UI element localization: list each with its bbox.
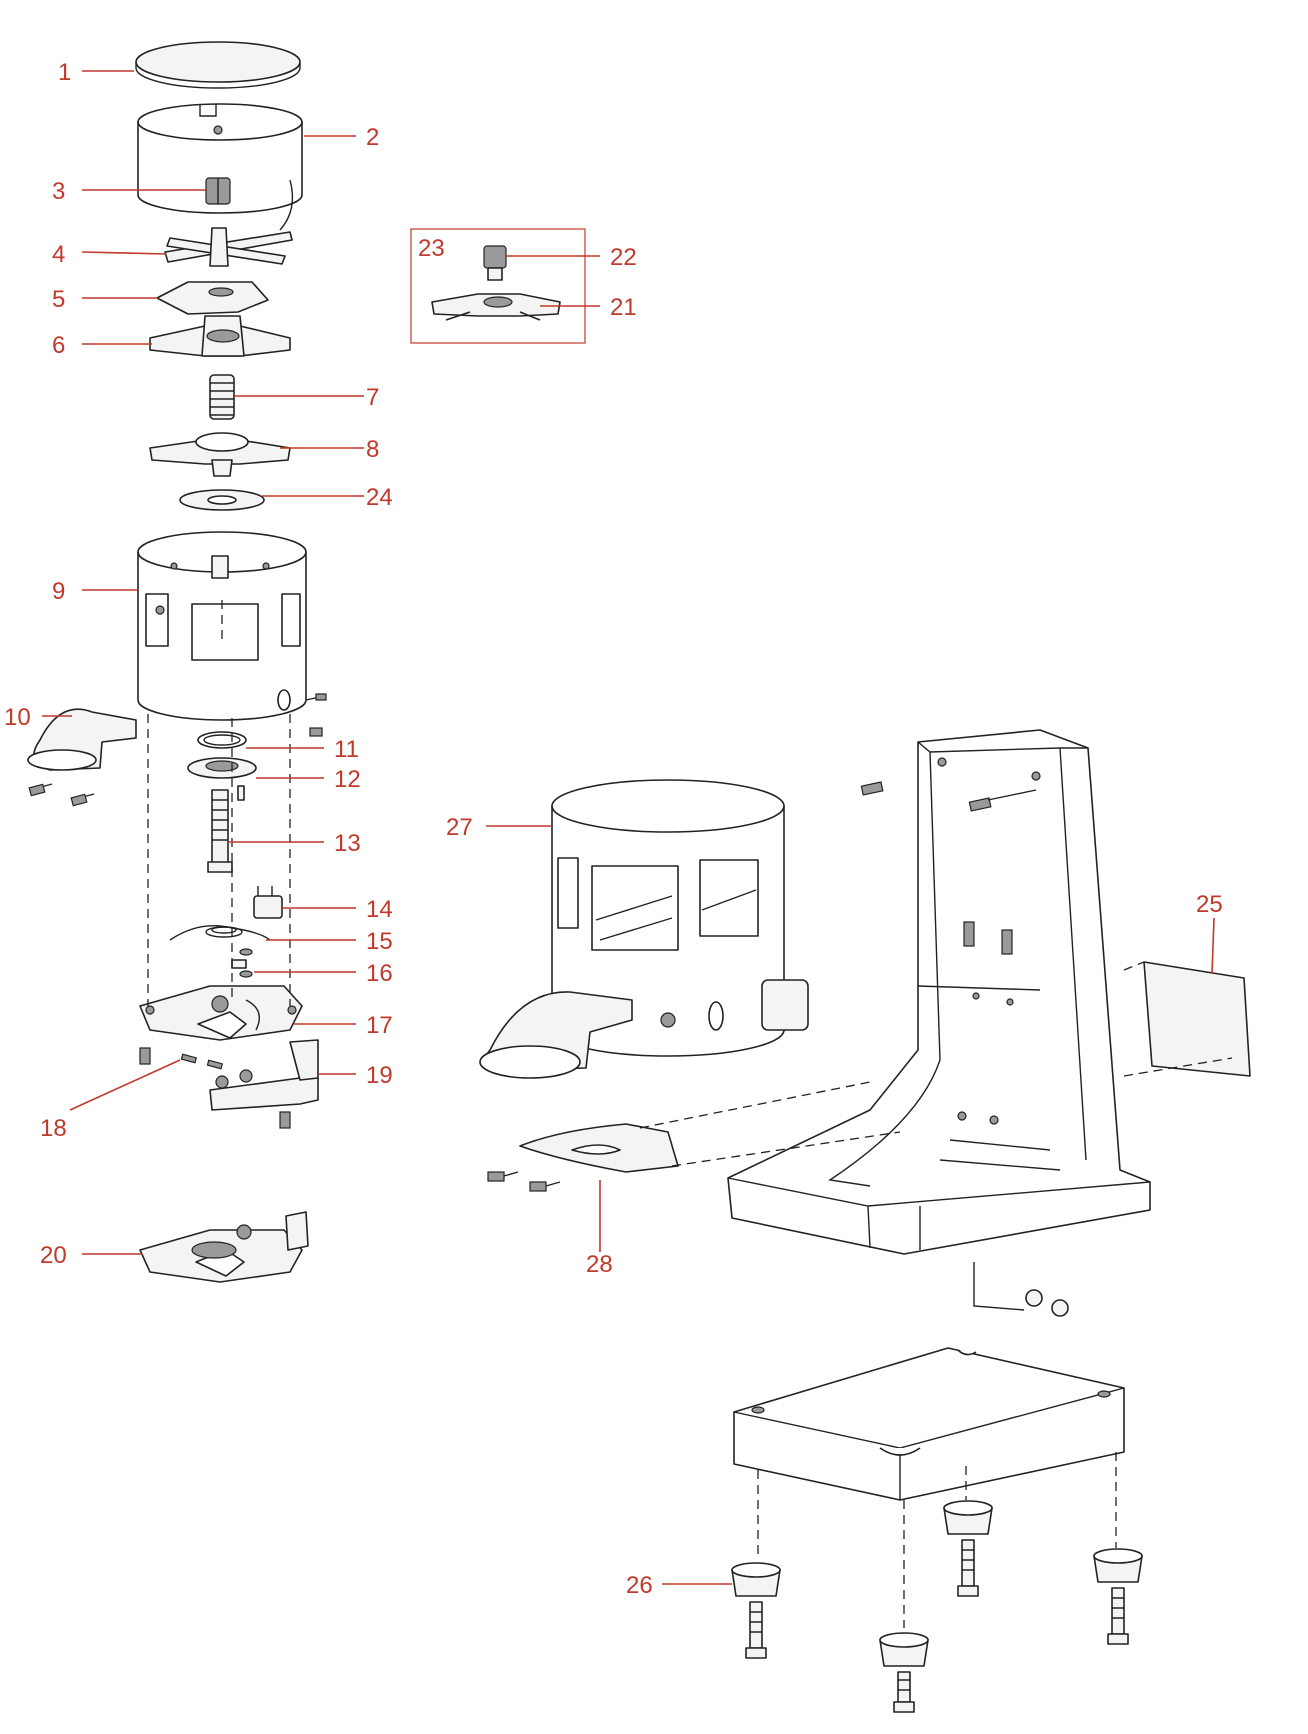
callout-23: 23 bbox=[418, 235, 445, 262]
part-8-lower-spider bbox=[149, 432, 291, 477]
stand-screws bbox=[860, 781, 1069, 1317]
callout-10: 10 bbox=[4, 704, 31, 731]
feet-alignment-lines bbox=[757, 1452, 1117, 1628]
inset-replacement-spider bbox=[410, 228, 586, 344]
callout-26: 26 bbox=[626, 1572, 653, 1599]
callout-7: 7 bbox=[366, 384, 379, 411]
part-6-burr-carrier bbox=[149, 315, 291, 357]
callout-24: 24 bbox=[366, 484, 393, 511]
part-19-bracket bbox=[209, 1039, 319, 1111]
part-24-washer bbox=[179, 489, 265, 511]
part-27-grinder-housing bbox=[479, 779, 809, 1079]
callout-1: 1 bbox=[58, 59, 71, 86]
callout-9: 9 bbox=[52, 578, 65, 605]
part-17-base-plate bbox=[139, 985, 303, 1041]
callout-5: 5 bbox=[52, 286, 65, 313]
callout-16: 16 bbox=[366, 960, 393, 987]
callout-20: 20 bbox=[40, 1242, 67, 1269]
part-25-label-plate bbox=[1143, 961, 1251, 1077]
part-9-housing bbox=[137, 531, 307, 721]
callout-labels: 1 2 3 4 5 6 7 8 24 9 10 11 12 13 14 15 1… bbox=[4, 59, 1223, 1599]
leader-lines bbox=[42, 70, 1215, 1585]
callout-21: 21 bbox=[610, 294, 637, 321]
inset-frame bbox=[410, 228, 586, 344]
part-18-pins bbox=[180, 1053, 224, 1070]
housing-screws bbox=[305, 693, 327, 737]
grinder-head-assembly bbox=[27, 41, 327, 1283]
foot-4 bbox=[1093, 1548, 1143, 1645]
part-15-spring-clip bbox=[169, 925, 271, 941]
stand-body bbox=[727, 729, 1151, 1311]
part-12-bearing bbox=[187, 757, 257, 801]
callout-6: 6 bbox=[52, 332, 65, 359]
foot-3 bbox=[943, 1500, 993, 1597]
callout-13: 13 bbox=[334, 830, 361, 857]
part-11-o-ring bbox=[197, 731, 247, 749]
callout-3: 3 bbox=[52, 178, 65, 205]
callout-17: 17 bbox=[366, 1012, 393, 1039]
callout-27: 27 bbox=[446, 814, 473, 841]
part-14-switch bbox=[253, 886, 283, 919]
part-7-spring bbox=[209, 374, 235, 420]
part-28-spout bbox=[487, 1123, 679, 1192]
callout-22: 22 bbox=[610, 244, 637, 271]
callout-19: 19 bbox=[366, 1062, 393, 1089]
callout-28: 28 bbox=[586, 1251, 613, 1278]
callout-12: 12 bbox=[334, 766, 361, 793]
callout-15: 15 bbox=[366, 928, 393, 955]
part-20-plate-assembly bbox=[139, 1211, 309, 1283]
callout-25: 25 bbox=[1196, 891, 1223, 918]
callout-4: 4 bbox=[52, 241, 65, 268]
stand-alignment-lines bbox=[639, 961, 1233, 1167]
foot-2 bbox=[879, 1632, 929, 1713]
part-13-shaft bbox=[207, 789, 233, 873]
callout-18: 18 bbox=[40, 1115, 67, 1142]
part-16-pin-set bbox=[231, 948, 253, 978]
part-5-plate bbox=[156, 281, 269, 315]
callout-14: 14 bbox=[366, 896, 393, 923]
foot-1 bbox=[731, 1562, 781, 1659]
part-26-rubber-feet bbox=[731, 1500, 1143, 1713]
assembly-alignment-lines bbox=[147, 600, 291, 1006]
part-3-nut bbox=[205, 177, 231, 205]
part-10-spout bbox=[27, 708, 137, 807]
callout-8: 8 bbox=[366, 436, 379, 463]
base-plate-screws bbox=[139, 1047, 291, 1129]
part-2-hopper bbox=[137, 103, 303, 231]
base-plate bbox=[733, 1347, 1125, 1501]
callout-2: 2 bbox=[366, 124, 379, 151]
part-1-lid bbox=[135, 41, 301, 89]
part-4-upper-spider bbox=[164, 227, 293, 267]
callout-11: 11 bbox=[334, 736, 359, 763]
